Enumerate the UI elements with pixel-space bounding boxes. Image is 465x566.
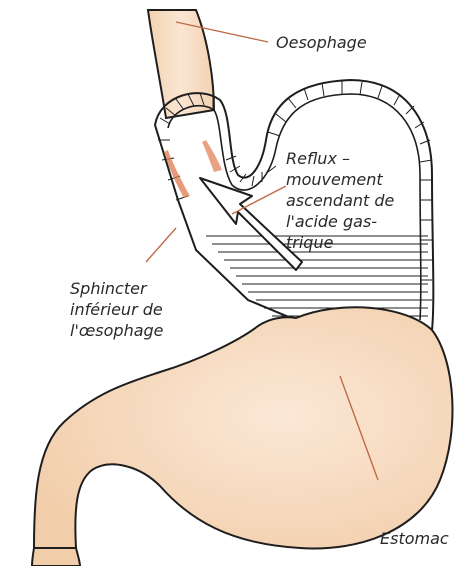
label-reflux-line-5: trique bbox=[286, 232, 394, 253]
oesophagus-tube bbox=[148, 10, 214, 118]
label-estomac: Estomac bbox=[380, 528, 449, 549]
label-reflux-line-4: l'acide gas- bbox=[286, 211, 394, 232]
label-reflux-line-3: ascendant de bbox=[286, 190, 394, 211]
label-reflux-line-1: Reflux – bbox=[286, 148, 394, 169]
label-sphincter-line-1: Sphincter bbox=[70, 278, 164, 299]
label-oesophage: Oesophage bbox=[276, 32, 367, 53]
duodenum bbox=[32, 548, 80, 566]
stomach-body bbox=[34, 307, 452, 548]
label-oesophage-text: Oesophage bbox=[276, 32, 367, 53]
label-estomac-text: Estomac bbox=[380, 528, 449, 549]
label-reflux: Reflux – mouvement ascendant de l'acide … bbox=[286, 148, 394, 253]
label-sphincter-line-2: inférieur de bbox=[70, 299, 164, 320]
label-sphincter-line-3: l'œsophage bbox=[70, 320, 164, 341]
sphincter-highlight-right bbox=[202, 140, 222, 172]
label-reflux-line-2: mouvement bbox=[286, 169, 394, 190]
sphincter-highlight-left bbox=[164, 150, 190, 198]
label-sphincter: Sphincter inférieur de l'œsophage bbox=[70, 278, 164, 341]
